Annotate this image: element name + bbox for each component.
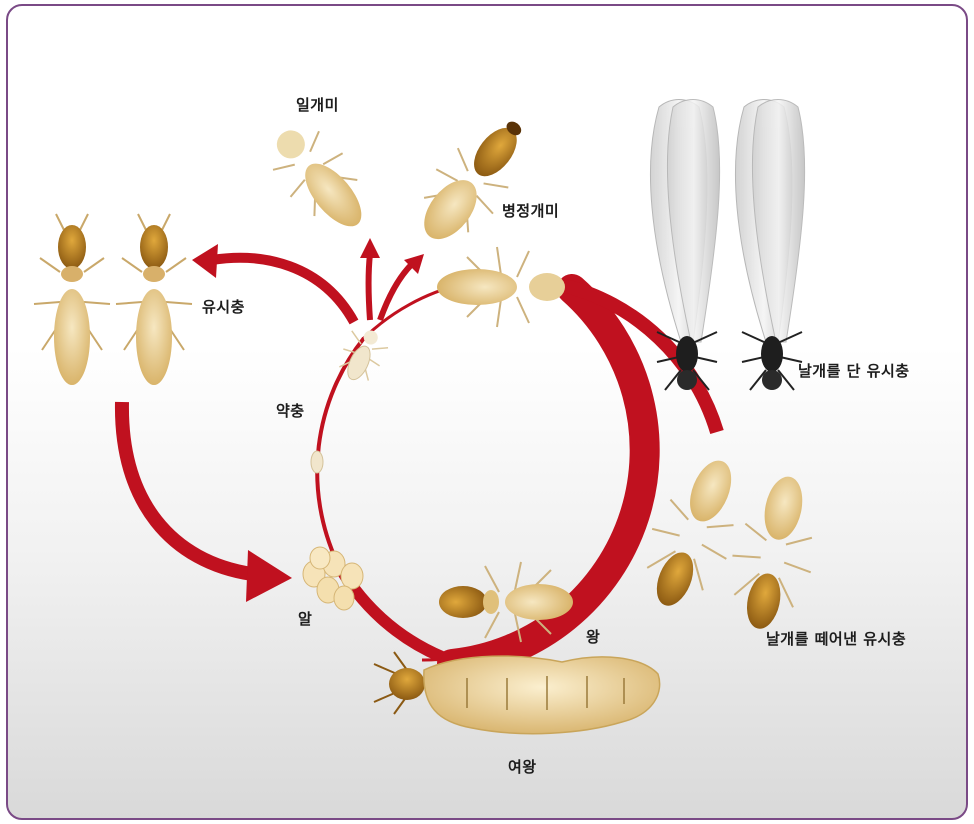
egg-cluster [303,547,363,610]
nymph-termite [333,323,392,388]
worker-termite [256,112,384,246]
label-worker: 일개미 [296,94,339,115]
reproductive-termite-1 [34,214,110,385]
termite-life-cycle-diagram [8,6,966,818]
label-winged-alate: 날개를 단 유시충 [798,360,910,381]
small-larva [311,451,323,473]
label-queen: 여왕 [508,756,537,777]
ring-top-termite [437,247,565,327]
arrow-to-worker [360,238,380,258]
queen-termite [374,652,660,734]
dealate-termite-2 [719,469,829,637]
arrow-to-reproductive [192,244,218,278]
label-king: 왕 [586,626,600,647]
label-reproductive: 유시충 [202,296,245,317]
label-soldier: 병정개미 [502,200,559,221]
arrow-to-egg [122,402,292,602]
reproductive-termite-2 [116,214,192,385]
label-nymph: 약충 [276,400,305,421]
winged-alate-2 [735,100,804,391]
label-dealate: 날개를 떼어낸 유시충 [766,628,906,649]
diagram-frame: 일개미 병정개미 유시충 약충 날개를 단 유시충 날개를 떼어낸 유시충 알 … [6,4,968,820]
reproductive-termites [34,214,192,385]
label-egg: 알 [298,608,312,629]
soldier-termite [401,102,546,259]
